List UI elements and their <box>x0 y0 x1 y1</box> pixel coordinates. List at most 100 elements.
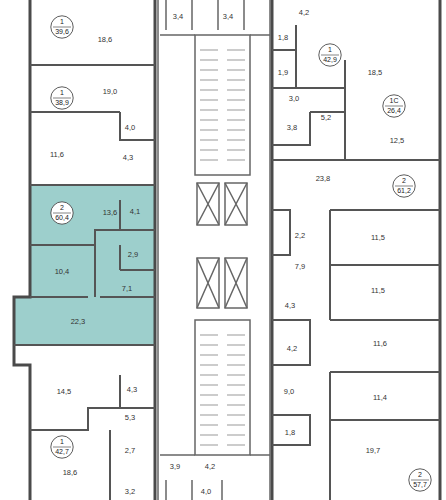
room-area: 7,1 <box>122 285 132 293</box>
stair-step <box>227 60 245 61</box>
room-area: 2,7 <box>125 447 135 455</box>
room-area: 18,6 <box>63 469 78 477</box>
room-count: 2 <box>408 468 432 478</box>
apartment-badge: 139,6 <box>50 15 74 39</box>
stair-step <box>200 110 218 111</box>
stair-step <box>200 365 218 366</box>
apartment-area: 42,7 <box>50 445 74 455</box>
stair-step <box>227 150 245 151</box>
stair-step <box>200 130 218 131</box>
apartment-badge: 138,9 <box>50 86 74 110</box>
stair-step <box>227 130 245 131</box>
room-area: 11,5 <box>371 234 385 242</box>
stair-step <box>200 140 218 141</box>
stair-step <box>227 395 245 396</box>
stair-step <box>227 405 245 406</box>
apartment-area: 42,9 <box>318 53 342 63</box>
stair-step <box>200 435 218 436</box>
room-count: 2 <box>392 174 416 184</box>
room-area: 1,8 <box>278 34 288 42</box>
badge-ring <box>409 469 431 491</box>
room-count: 1 <box>50 15 74 25</box>
stair-step <box>200 50 218 51</box>
room-count: 2 <box>50 201 74 211</box>
stair-step <box>200 335 218 336</box>
stair-step <box>227 80 245 81</box>
badge-ring <box>393 175 415 197</box>
room-area: 4,2 <box>299 9 309 17</box>
room-area: 11,6 <box>50 151 64 159</box>
room-area: 3,4 <box>173 13 183 21</box>
apartment-badge: 260,4 <box>50 201 74 225</box>
room-area: 19,7 <box>366 447 381 455</box>
room-area: 4,3 <box>285 302 295 310</box>
room-area: 3,2 <box>125 488 135 496</box>
room-area: 12,5 <box>390 137 405 145</box>
room-area: 9,0 <box>284 388 294 396</box>
stair-step <box>227 70 245 71</box>
stair-step <box>227 385 245 386</box>
apartment-badge: 257,7 <box>408 468 432 492</box>
badge-divider <box>385 106 403 107</box>
badge-divider <box>321 55 339 56</box>
room-area: 2,2 <box>295 232 305 240</box>
stair-step <box>200 385 218 386</box>
stair-step <box>200 100 218 101</box>
apartment-area: 61,2 <box>392 184 416 194</box>
room-area: 19,0 <box>103 88 118 96</box>
apartment-area: 57,7 <box>408 478 432 488</box>
stair-steps <box>200 50 245 445</box>
badge-ring <box>51 202 73 224</box>
apartment-area: 60,4 <box>50 211 74 221</box>
badge-ring <box>51 87 73 109</box>
room-count: 1 <box>50 435 74 445</box>
stair-step <box>227 90 245 91</box>
room-area: 4,2 <box>287 345 297 353</box>
stair-step <box>227 160 245 161</box>
room-area: 7,9 <box>295 263 305 271</box>
room-area: 3,9 <box>170 463 180 471</box>
room-area: 14,5 <box>57 388 72 396</box>
room-area: 2,9 <box>128 251 138 259</box>
apartment-badge: 261,2 <box>392 174 416 198</box>
stair-step <box>227 355 245 356</box>
apartment-badge: 142,9 <box>318 43 342 67</box>
badge-divider <box>411 480 429 481</box>
room-area: 5,3 <box>125 414 135 422</box>
room-area: 18,5 <box>368 69 383 77</box>
stair-step <box>200 375 218 376</box>
stair-step <box>200 355 218 356</box>
room-area: 3,0 <box>289 95 299 103</box>
stair-step <box>200 120 218 121</box>
stair-step <box>227 120 245 121</box>
stair-step <box>200 445 218 446</box>
stair-step <box>200 395 218 396</box>
room-area: 4,0 <box>201 488 211 496</box>
room-area: 4,0 <box>125 124 135 132</box>
highlighted-apartment <box>14 185 155 345</box>
stair-step <box>227 375 245 376</box>
badge-ring <box>383 95 405 117</box>
stair-step <box>227 365 245 366</box>
stair-step <box>227 415 245 416</box>
stair-step <box>200 70 218 71</box>
stair-step <box>227 425 245 426</box>
stair-step <box>227 445 245 446</box>
core <box>158 0 270 500</box>
room-count: 1 <box>50 86 74 96</box>
inner-walls <box>14 25 440 500</box>
badge-divider <box>53 213 71 214</box>
stair-step <box>227 435 245 436</box>
stair-step <box>200 80 218 81</box>
stair-step <box>227 345 245 346</box>
room-area: 4,2 <box>205 463 215 471</box>
room-area: 23,8 <box>316 175 331 183</box>
stair-step <box>200 415 218 416</box>
room-area: 10,4 <box>55 268 70 276</box>
stair-step <box>200 90 218 91</box>
room-area: 11,6 <box>373 340 387 348</box>
room-area: 1,9 <box>278 69 288 77</box>
stair-step <box>227 110 245 111</box>
stair-step <box>200 60 218 61</box>
